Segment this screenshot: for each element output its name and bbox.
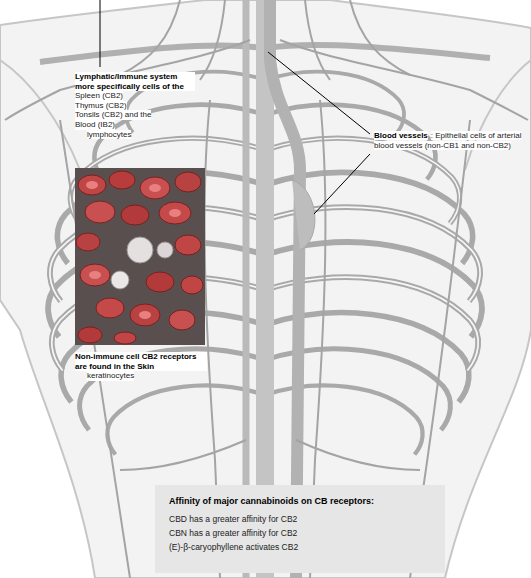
- red-blood-cell: [140, 177, 170, 199]
- blood-cell-photo: [75, 168, 205, 345]
- label-heading: Blood vessels: [374, 131, 428, 140]
- vessel: [120, 0, 180, 75]
- box-text: (E)-β-caryophyllene activates CB2: [169, 540, 431, 554]
- blood-vessels: [5, 0, 528, 578]
- box-text: CBD has a greater affinity for CB2: [169, 512, 431, 526]
- label-text: Tonsils (CB2) and the: [75, 110, 151, 120]
- label-text: Thymus (CB2): [75, 101, 127, 111]
- vessel: [350, 0, 410, 75]
- white-blood-cell: [157, 242, 173, 258]
- label-text: Blood (IB2): [75, 120, 115, 130]
- vessel: [5, 40, 250, 120]
- vessel: [296, 440, 420, 470]
- cell-highlight: [86, 181, 98, 189]
- red-blood-cell: [169, 310, 195, 330]
- red-blood-cell: [109, 171, 135, 189]
- rib: [107, 386, 265, 455]
- white-blood-cell: [111, 271, 129, 289]
- red-blood-cell: [181, 276, 203, 294]
- white-blood-cell: [127, 237, 153, 263]
- label-text: keratinocytes: [87, 371, 134, 381]
- label-heading: Lymphatic/Immune system more specificall…: [75, 72, 195, 91]
- cell-highlight: [139, 311, 151, 319]
- red-blood-cell: [96, 298, 124, 318]
- label-text: Spleen (CB2): [75, 91, 123, 101]
- vessel: [305, 0, 330, 80]
- cell-highlight: [169, 209, 181, 217]
- red-blood-cell: [175, 235, 201, 255]
- leader-line: [100, 0, 101, 67]
- label-group: Blood vessels: Epithelial cells of arter…: [374, 131, 528, 150]
- box-heading: Affinity of major cannabinoids on CB rec…: [169, 494, 431, 508]
- vessel: [200, 0, 225, 80]
- leader-line: [268, 52, 370, 134]
- red-blood-cell: [78, 175, 106, 195]
- cell-highlight: [89, 271, 101, 279]
- photo-background: [75, 168, 205, 345]
- cell-highlight: [149, 184, 161, 192]
- red-blood-cell: [146, 272, 174, 292]
- red-blood-cell: [175, 172, 201, 192]
- red-blood-cell: [78, 327, 102, 343]
- red-blood-cell: [114, 332, 136, 344]
- red-blood-cell: [80, 264, 110, 286]
- label-group: Non-immune cell CB2 receptors are found …: [75, 352, 207, 381]
- label-group: Lymphatic/Immune system more specificall…: [75, 72, 195, 139]
- aorta-bulge: [292, 180, 315, 250]
- arm-outline: [465, 60, 531, 170]
- red-blood-cell: [121, 205, 149, 225]
- red-blood-cell: [76, 233, 100, 251]
- box-text: CBN has a greater affinity for CB2: [169, 526, 431, 540]
- red-blood-cell: [130, 304, 160, 326]
- red-blood-cell: [85, 201, 115, 223]
- vessel: [120, 440, 246, 470]
- label-heading: Non-immune cell CB2 receptors are found …: [75, 352, 207, 371]
- note-box: Affinity of major cannabinoids on CB rec…: [155, 485, 445, 573]
- red-blood-cell: [159, 202, 191, 224]
- leader-line: [314, 154, 370, 214]
- rib: [265, 386, 423, 455]
- vessel: [280, 40, 528, 120]
- label-text: lymphocytes: [87, 130, 131, 140]
